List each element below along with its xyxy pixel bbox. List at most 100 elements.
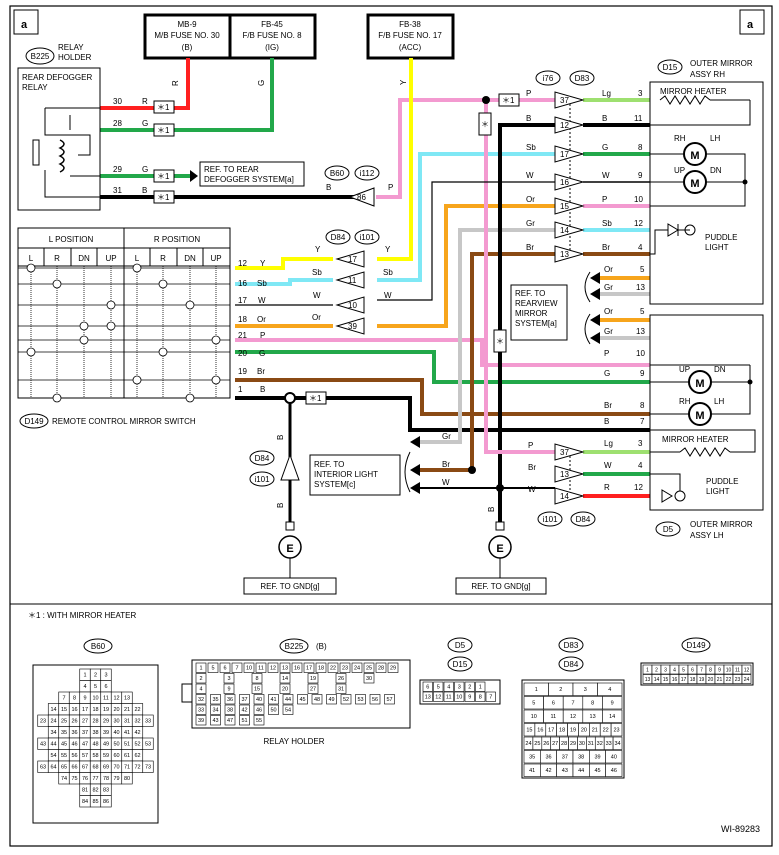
switch-title: D149 REMOTE CONTROL MIRROR SWITCH	[19, 413, 196, 429]
pin-number: 39	[103, 730, 109, 736]
pin-number: 12	[435, 695, 441, 701]
pin-cell	[327, 662, 339, 673]
pin-number: 78	[103, 776, 109, 782]
pin-cell	[282, 704, 294, 715]
wire-color-label: Y	[260, 259, 266, 268]
wire-red	[100, 58, 190, 110]
pin-cell	[251, 673, 263, 684]
pin-number: 38	[92, 730, 98, 736]
connector-pin: 10	[636, 349, 645, 358]
section-label-left: a	[13, 9, 39, 35]
switch-header: R POSITION	[154, 235, 200, 244]
pin-cell	[315, 662, 327, 673]
wire-color-label: Br	[528, 463, 536, 472]
pin-number: 16	[537, 728, 543, 734]
pin-number: 35	[212, 697, 218, 703]
pin-number: 13	[425, 695, 431, 701]
pin-cell	[602, 696, 623, 710]
wire-color-label: Or	[312, 313, 321, 322]
pin-cell	[454, 681, 465, 692]
pin-number: 21	[124, 707, 130, 713]
pin-number: 74	[61, 776, 67, 782]
pin-number: 10	[246, 666, 252, 672]
pin-number: 22	[726, 677, 732, 683]
pin-number: 32	[198, 697, 204, 703]
wire-color-label: B	[260, 385, 265, 394]
pin-number: 6	[552, 701, 555, 707]
pin-number: 47	[82, 742, 88, 748]
pin-number: 25	[366, 666, 372, 672]
wire-color-label: Gr	[604, 327, 613, 336]
pin-cell	[279, 673, 291, 684]
pin-number: 46	[256, 708, 262, 714]
mirror-title: ASSY LH	[690, 531, 724, 540]
pin-cell	[142, 737, 154, 750]
connector-pin: 10	[348, 301, 357, 310]
star1-label: ＊1	[157, 193, 170, 202]
pin-number: 52	[134, 742, 140, 748]
puddle-label: LIGHT	[706, 487, 730, 496]
pin-cell	[223, 673, 235, 684]
pin-number: 76	[82, 776, 88, 782]
pin-number: 54	[285, 708, 291, 714]
connector-pin: 86	[357, 193, 366, 202]
switch-contact	[26, 263, 36, 273]
pin-number: 41	[124, 730, 130, 736]
switch-col: UP	[105, 254, 116, 263]
pin-number: 10	[726, 667, 732, 673]
pin-number: 48	[92, 742, 98, 748]
pin-number: 3	[458, 685, 461, 691]
pin-number: 35	[529, 755, 535, 761]
connector-pin: 9	[640, 369, 645, 378]
pin-cell	[464, 691, 475, 702]
switch-col: R	[160, 254, 166, 263]
star1-markers: ＊1 ＊1 ＊1 ＊1 ＊1 ＊1 ＊ ＊	[153, 93, 520, 405]
pin-cell	[223, 683, 235, 694]
pin-number: 1	[535, 687, 538, 693]
pin-number: 10	[531, 714, 537, 720]
connector-pin-shape	[554, 197, 585, 215]
pin-cell	[351, 662, 363, 673]
pin-number: 43	[562, 768, 568, 774]
ref-text: REF. TO	[314, 460, 344, 469]
pin-number: 18	[318, 666, 324, 672]
pin-cell	[605, 763, 623, 777]
connector-label: D83	[564, 641, 579, 650]
wire-color-label: B	[276, 435, 285, 440]
pin-number: 65	[61, 765, 67, 771]
pin-number: 21	[717, 677, 723, 683]
switch-col: DN	[184, 254, 196, 263]
pin-number: 20	[708, 677, 714, 683]
pin-cell	[268, 694, 279, 705]
pin-number: 2	[94, 673, 97, 679]
pin-number: 1	[646, 667, 649, 673]
switch-contact	[79, 321, 89, 331]
wire-color-label: W	[526, 171, 534, 180]
pin-cell	[443, 681, 454, 692]
switch-pin: 20	[238, 349, 247, 358]
relay-pin: 31	[113, 186, 122, 195]
pin-number: 9	[227, 687, 230, 693]
connector-pin: 17	[348, 255, 357, 264]
switch-pin: 18	[238, 315, 247, 324]
pin-number: 19	[310, 676, 316, 682]
connector-pin: 13	[636, 327, 645, 336]
junction	[468, 466, 476, 474]
wire-color-label: B	[142, 186, 147, 195]
pin-number: 31	[124, 719, 130, 725]
pin-number: 44	[285, 697, 291, 703]
pin-number: 68	[92, 765, 98, 771]
fuse-box-fb45: FB-45 F/B FUSE NO. 8 (IG)	[228, 13, 317, 60]
pin-number: 43	[212, 718, 218, 724]
ref-defogger: REF. TO REAR DEFOGGER SYSTEM[a]	[199, 161, 305, 187]
pin-number: 5	[532, 701, 535, 707]
pin-number: 4	[83, 684, 86, 690]
pin-cell	[195, 694, 207, 705]
pin-number: 81	[82, 788, 88, 794]
pin-number: 32	[597, 741, 603, 747]
switch-pin: 1	[238, 385, 243, 394]
switch-col: R	[54, 254, 60, 263]
